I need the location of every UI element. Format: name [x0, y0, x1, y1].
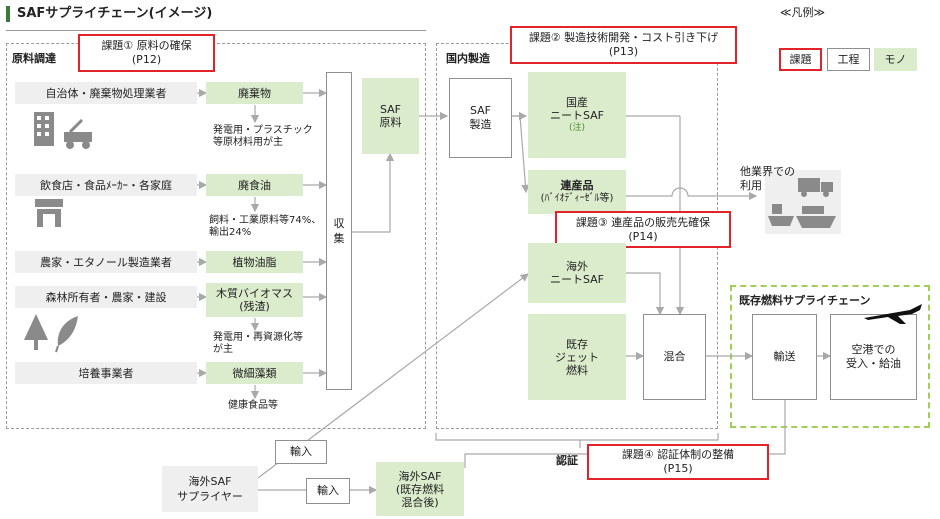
- note-algae: 健康食品等: [228, 400, 278, 411]
- tree-leaf-icon: [24, 314, 78, 353]
- transport-process: 輸送: [752, 314, 817, 400]
- shop-icon: [35, 199, 63, 227]
- ship-cargo-icon: [768, 204, 794, 226]
- material-woody-biomass: 木質バイオマス(残渣): [206, 283, 303, 317]
- domestic-label: 国内製造: [446, 52, 490, 65]
- source-restaurants-households: 飲食店・食品ﾒｰｶｰ・各家庭: [15, 174, 197, 196]
- overseas-neat-saf: 海外ニートSAF: [528, 243, 626, 303]
- coproduct: 連産品(ﾊﾞｲｵﾃﾞｨｰｾﾞﾙ等): [528, 170, 626, 214]
- legend-process: 工程: [827, 48, 870, 71]
- import-lower: 輸入: [306, 478, 350, 504]
- truck-ship-icon: [796, 178, 836, 228]
- source-municipal-waste: 自治体・廃棄物処理業者: [15, 82, 197, 104]
- procurement-region: [6, 43, 426, 429]
- source-cultivation: 培養事業者: [15, 362, 197, 384]
- import-upper: 輸入: [275, 440, 327, 464]
- note-waste-oil: 飼料・工業原料等74%、輸出24%: [209, 215, 322, 238]
- issue-3-coproduct-sales: 課題③ 連産品の販売先確保(P14): [555, 211, 731, 248]
- domestic-neat-saf: 国産ニートSAF (注): [528, 72, 626, 158]
- legend-title: ≪凡例≫: [780, 6, 826, 19]
- issue-1-raw-material: 課題① 原料の確保(P12): [78, 34, 215, 72]
- material-vegetable-oil: 植物油脂: [206, 251, 303, 273]
- legend-goods: モノ: [874, 48, 917, 71]
- issue-4-certification: 課題④ 認証体制の整備(P15): [587, 444, 769, 480]
- title-divider: [6, 30, 426, 31]
- source-farmers-ethanol: 農家・エタノール製造業者: [15, 251, 197, 273]
- existing-supply-chain-label: 既存燃料サプライチェーン: [739, 294, 871, 307]
- note-waste: 発電用・プラスチック等原材料用が主: [213, 125, 313, 148]
- legend-issue: 課題: [779, 48, 822, 71]
- building-truck-icon: [34, 112, 92, 149]
- overseas-saf-blended: 海外SAF(既存燃料混合後): [376, 462, 464, 516]
- note-biomass: 発電用・再資源化等が主: [213, 332, 303, 355]
- certification-label: 認証: [556, 454, 578, 467]
- existing-jet-fuel: 既存ジェット燃料: [528, 314, 626, 400]
- material-waste: 廃棄物: [206, 82, 303, 104]
- procurement-label: 原料調達: [12, 52, 56, 65]
- source-forest-construction: 森林所有者・農家・建設: [15, 286, 197, 308]
- airport-refueling: 空港での受入・給油: [830, 314, 917, 400]
- issue-2-technology-cost: 課題② 製造技術開発・コスト引き下げ(P13): [510, 26, 737, 64]
- blending-process: 混合: [643, 314, 706, 400]
- diagram-title: SAFサプライチェーン(イメージ): [6, 6, 212, 22]
- collection-process: 収集: [326, 72, 352, 390]
- other-industry-use: 他業界での 利用: [740, 165, 795, 192]
- airplane-icon: [864, 304, 922, 324]
- material-waste-oil: 廃食油: [206, 174, 303, 196]
- material-microalgae: 微細藻類: [206, 362, 303, 384]
